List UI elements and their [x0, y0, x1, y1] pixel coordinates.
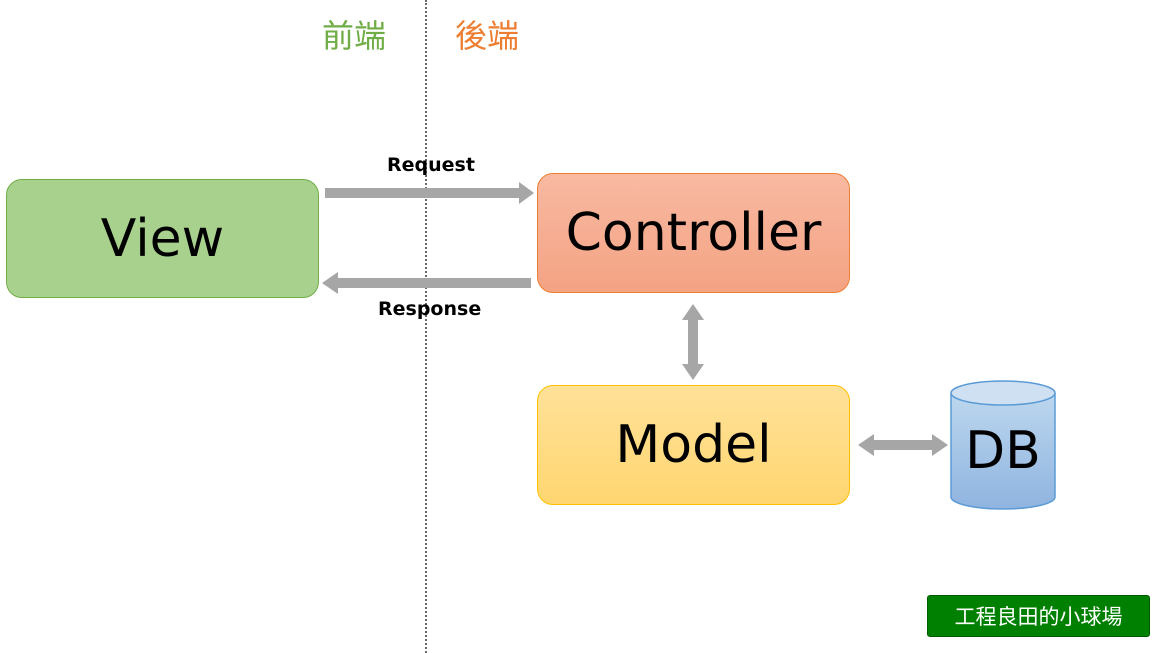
request-arrow	[325, 182, 534, 204]
backend-heading: 後端	[455, 17, 520, 55]
watermark-badge: 工程良田的小球場	[927, 595, 1150, 637]
controller-model-arrow	[682, 304, 704, 380]
db-label: DB	[965, 421, 1041, 481]
view-box: View	[6, 179, 319, 298]
model-db-arrow	[858, 434, 948, 456]
response-label: Response	[378, 298, 482, 320]
frontend-heading: 前端	[322, 17, 387, 55]
response-arrow	[322, 272, 531, 294]
view-label: View	[100, 208, 225, 269]
database-cylinder: DB	[949, 379, 1057, 511]
controller-label: Controller	[565, 203, 822, 263]
model-label: Model	[615, 415, 772, 475]
controller-box: Controller	[537, 173, 850, 293]
database-icon	[950, 380, 1056, 510]
model-box: Model	[537, 385, 850, 505]
frontend-backend-divider	[425, 0, 427, 653]
request-label: Request	[387, 154, 475, 176]
